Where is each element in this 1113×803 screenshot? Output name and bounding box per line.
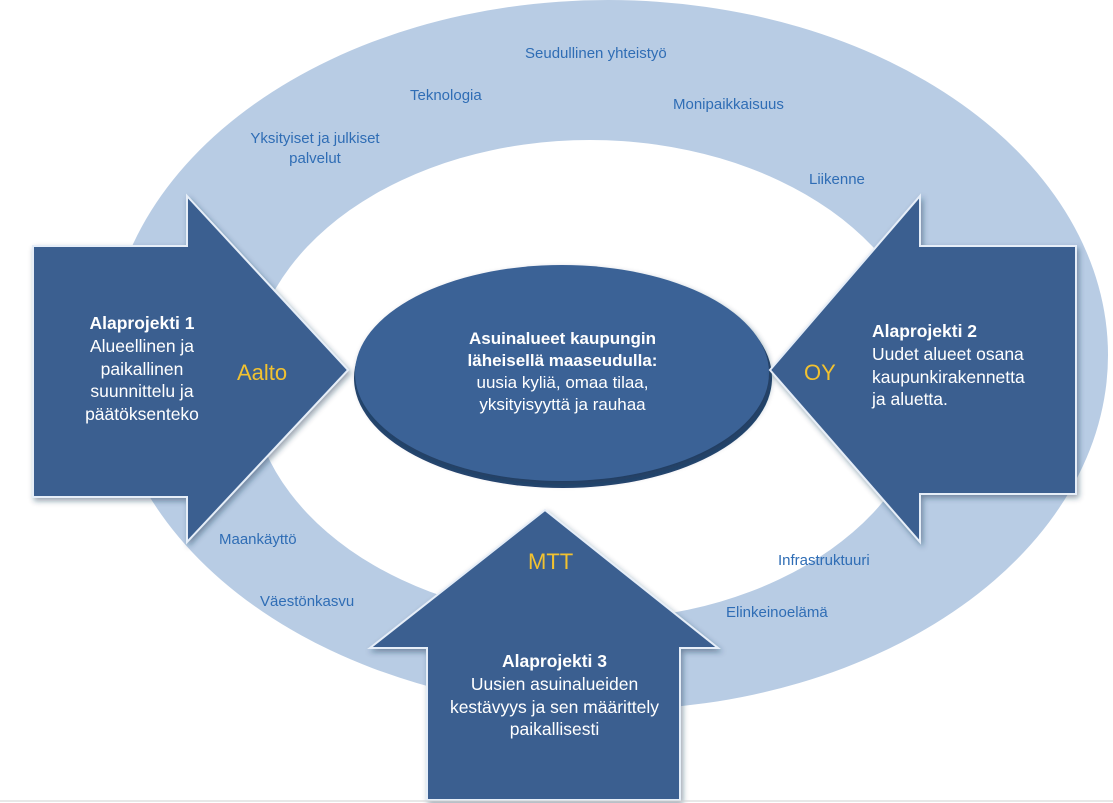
ring-label-elinkeinoelama: Elinkeinoelämä bbox=[726, 604, 828, 621]
subproject2-title: Alaprojekti 2 bbox=[872, 321, 978, 341]
partner-aalto: Aalto bbox=[237, 360, 288, 385]
subproject3-text: Alaprojekti 3 Uusien asuinalueiden kestä… bbox=[432, 650, 677, 741]
ring-label-maankaytto: Maankäyttö bbox=[219, 531, 297, 548]
ring-label-liikenne: Liikenne bbox=[809, 171, 865, 188]
ring-label-monipaikkaisuus: Monipaikkaisuus bbox=[673, 96, 784, 113]
subproject1-description: Alueellinen ja paikallinen suunnittelu j… bbox=[85, 335, 199, 424]
subproject1-arrow bbox=[32, 193, 350, 545]
center-text: Asuinalueet kaupungin läheisellä maaseud… bbox=[445, 328, 680, 416]
subproject1-title: Alaprojekti 1 bbox=[89, 313, 195, 333]
ring-label-palvelut: Yksityiset ja julkiset palvelut bbox=[250, 130, 380, 168]
center-ellipse bbox=[355, 265, 769, 481]
ring-label-teknologia: Teknologia bbox=[410, 87, 482, 104]
partner-oy: OY bbox=[804, 360, 836, 385]
ring-label-seudullinen: Seudullinen yhteistyö bbox=[525, 45, 667, 62]
subproject3-arrow bbox=[367, 508, 721, 801]
ring-label-vaestonkasvu: Väestönkasvu bbox=[260, 593, 355, 610]
ring-label-infrastruktuuri: Infrastruktuuri bbox=[778, 552, 870, 569]
center-title: Asuinalueet kaupungin läheisellä maaseud… bbox=[467, 329, 658, 371]
subproject1-text: Alaprojekti 1 Alueellinen ja paikallinen… bbox=[72, 312, 212, 426]
subproject2-text: Alaprojekti 2 Uudet alueet osana kaupunk… bbox=[872, 320, 1042, 411]
subproject2-arrow bbox=[768, 193, 1077, 545]
center-description: uusia kyliä, omaa tilaa, yksityisyyttä j… bbox=[476, 373, 649, 415]
subproject3-description: Uusien asuinalueiden kestävyys ja sen mä… bbox=[449, 673, 660, 740]
subproject2-description: Uudet alueet osana kaupunkirakennetta ja… bbox=[872, 343, 1025, 410]
subproject3-title: Alaprojekti 3 bbox=[501, 651, 608, 671]
partner-mtt: MTT bbox=[528, 549, 574, 574]
